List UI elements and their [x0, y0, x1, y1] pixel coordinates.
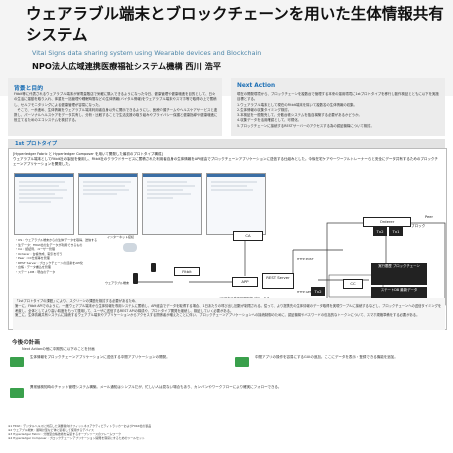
section1-intro: [Hyperledger Fabric と Hyperledger Compos…	[13, 152, 438, 166]
tx2-queue: Tx2	[311, 287, 325, 296]
screenshot-titlebar	[207, 174, 265, 177]
plan-item-1-text: 生体情報をブロックチェーンアプリケーションに送信する中間アプリケーションの開発。	[30, 355, 170, 359]
plan-item-3: 異常値検知時のチャット管理システム構築。メール通知はシンプルだが、忙しい人は見な…	[10, 385, 445, 411]
rest-server-node: REST Server	[262, 273, 294, 289]
block-label: ブロック	[411, 224, 426, 228]
component-notes: ・OS : ウェアラブル端末からの生体データを取得、送信する ・生データ：Fit…	[15, 238, 98, 274]
fitbit-screenshot-2	[78, 173, 138, 235]
chat-icon	[10, 388, 24, 398]
watch-icon	[133, 273, 138, 284]
plan-item-3-text: 異常値検知時のチャット管理システム構築。メール通知はシンプルだが、忙しい人は見な…	[30, 385, 282, 389]
screenshot-titlebar	[15, 174, 73, 177]
section1-box: [Hyperledger Fabric と Hyperledger Compos…	[8, 148, 447, 330]
wearable-label: ウェアラブル端末	[105, 281, 130, 285]
plan-item-2: 中間アプリの操作を容易にするGUIの追加。ここにデータを表示・登録できる機能を追…	[235, 355, 445, 377]
fabric-screenshot-2	[206, 173, 266, 235]
background-panel: 背景と目的 Fitbit等に代表されるウェアラブル端末が家電量販店で気軽に購入で…	[8, 78, 222, 136]
monitor-icon	[10, 357, 24, 367]
http-post-label: HTTP POST	[297, 257, 314, 261]
section2-heading-text: 今後の計画	[12, 340, 40, 346]
fabric-screenshot-1	[142, 173, 202, 235]
section1-heading: 1st プロトタイプ	[15, 141, 58, 147]
http-get-label: HTTP GET	[297, 290, 312, 294]
screenshot-content-lines	[19, 181, 67, 203]
next-action-panel: Next Action 現在の開発環境から、ブロックチェーンを複数台で管理する本…	[231, 78, 445, 136]
ledger-node: 実行履歴 ブロックチェーン	[371, 263, 427, 285]
poster-subtitle: Vital Signs data sharing system using We…	[32, 49, 262, 57]
ca-node: CA	[233, 231, 263, 241]
phone-icon	[151, 263, 156, 272]
statedb-text: ステートDB 最新データ	[380, 288, 418, 292]
section2-heading: 今後の計画	[12, 338, 40, 346]
internet-label: インターネット接続	[107, 235, 135, 239]
plan-item-1: 生体情報をブロックチェーンアプリケーションに送信する中間アプリケーションの開発。	[10, 355, 225, 377]
footnotes: ※1 Fitbit : デジタルヘルスに対応した消費者向けフィットネスアクティビ…	[8, 424, 152, 441]
screenshot-content-lines	[147, 181, 195, 199]
tx1-orderer: Tx1	[389, 227, 403, 236]
peer-label: Peer	[425, 215, 433, 219]
next-action-heading: Next Action	[237, 83, 276, 89]
screenshot-content-lines	[83, 181, 131, 195]
screenshot-titlebar	[143, 174, 201, 177]
fitbit-screenshot-1	[14, 173, 74, 235]
plan-item-2-text: 中間アプリの操作を容易にするGUIの追加。ここにデータを表示・登録できる機能を追…	[255, 355, 398, 359]
background-heading: 背景と目的	[14, 86, 43, 92]
background-text: Fitbit等に代表されるウェアラブル端末が家電量販店で気軽に購入できるようにな…	[14, 92, 218, 123]
orderer-node: Orderer	[363, 217, 411, 227]
gui-icon	[235, 357, 249, 367]
screenshot-titlebar	[79, 174, 137, 177]
poster-title: ウェアラブル端末とブロックチェーンを用いた生体情報共有システム	[26, 5, 444, 44]
app-node: APP	[232, 277, 258, 287]
ledger-text: 実行履歴 ブロックチェーン	[378, 264, 420, 268]
next-action-text: 現在の開発環境から、ブロックチェーンを複数台で管理する本来の運用環境に1stプロ…	[237, 92, 439, 128]
cc-node: CC	[343, 279, 363, 289]
screenshot-content-lines	[211, 181, 257, 191]
section1-description: 「1stプロトタイプの課題」により、スクリーンの課題を検討する必要があるため、 …	[13, 298, 445, 330]
cloud-icon	[123, 243, 137, 252]
section2-lead: Next Actionの他に中期的に以下のことを計画	[22, 347, 95, 351]
author-line: NPO法人広域連携医療福祉システム機構 西川 浩平	[32, 61, 222, 71]
tx2-orderer: Tx2	[373, 227, 387, 236]
section1-bar: 1st プロトタイプ	[8, 139, 445, 148]
fitbit-node: Fitbit	[174, 267, 200, 276]
